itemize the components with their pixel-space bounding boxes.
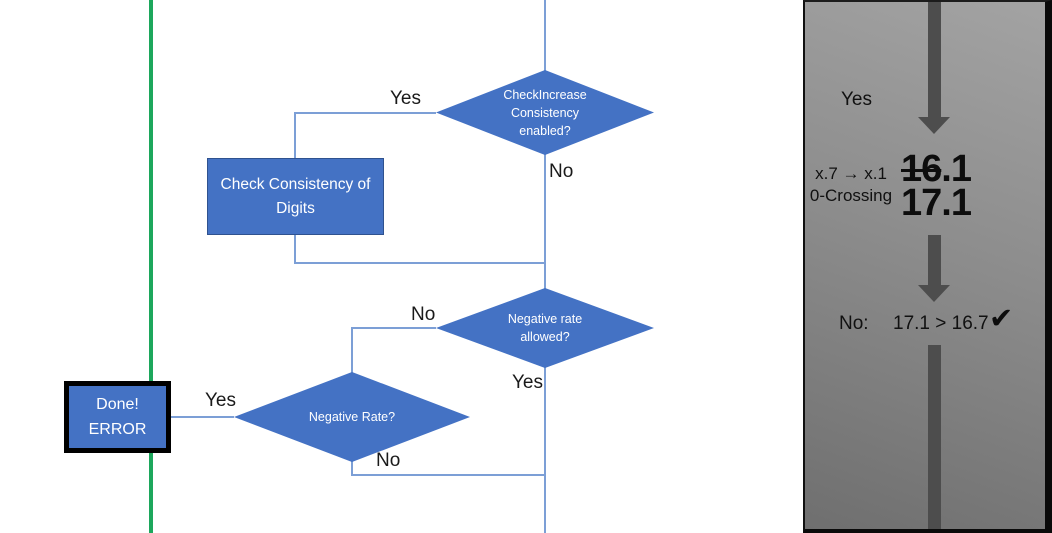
- down-arrow-icon: [928, 235, 941, 286]
- edge-label-rateallowed-no: No: [411, 304, 436, 325]
- green-divider-line: [149, 0, 153, 533]
- decision-negative-rate-label: Negative Rate?: [308, 410, 396, 424]
- decision-negative-rate-allowed: Negative rate allowed?: [436, 288, 654, 368]
- annotation-panel: Yes x.7 → x.1 0-Crossing 16.1 17.1 No: 1…: [803, 0, 1052, 533]
- connector-checkincrease-yes-vertical: [294, 112, 296, 158]
- new-value: 17.1: [901, 182, 972, 224]
- edge-label-negativerate-yes: Yes: [205, 390, 236, 411]
- edge-label-checkincrease-yes: Yes: [390, 88, 421, 109]
- connector-rateallowed-no-vertical: [351, 327, 353, 373]
- panel-yes-label: Yes: [841, 89, 872, 110]
- decision-negative-rate: Negative Rate?: [234, 372, 470, 462]
- result-no-label: No:: [839, 313, 869, 334]
- zero-crossing-note-line1: x.7 → x.1: [815, 164, 887, 183]
- down-arrow-head-icon: [918, 117, 950, 134]
- connector-checkincrease-yes-horizontal: [294, 112, 436, 114]
- zero-crossing-note-line2: 0-Crossing: [809, 186, 893, 205]
- connector-negativerate-yes-horizontal: [170, 416, 234, 418]
- checkmark-icon: ✔: [989, 301, 1014, 335]
- terminator-done-error-label: Done! ERROR: [88, 396, 147, 438]
- connector-process-out-vertical: [294, 235, 296, 264]
- down-arrow-head-icon: [918, 285, 950, 302]
- decision-check-increase-consistency: CheckIncrease Consistency enabled?: [436, 70, 654, 155]
- edge-label-negativerate-no: No: [376, 450, 401, 471]
- terminator-done-error: Done! ERROR: [64, 381, 171, 453]
- old-value: 16.1: [901, 148, 972, 190]
- process-check-consistency-of-digits: Check Consistency of Digits: [207, 158, 384, 235]
- process-check-consistency-label: Check Consistency of Digits: [220, 175, 371, 217]
- connector-negativerate-no-vertical: [351, 460, 353, 476]
- connector-negativerate-no-horizontal: [351, 474, 546, 476]
- connector-process-out-horizontal: [294, 262, 546, 264]
- connector-main-vertical: [544, 0, 546, 533]
- old-value-struck: 16: [901, 148, 942, 190]
- value-comparison-stack: 16.1 17.1: [901, 150, 972, 222]
- decision-check-increase-label: CheckIncrease Consistency enabled?: [503, 87, 587, 138]
- down-arrow-icon: [928, 2, 941, 118]
- down-arrow-shaft-icon: [928, 345, 941, 529]
- edge-label-rateallowed-yes: Yes: [512, 372, 543, 393]
- decision-negative-rate-allowed-label: Negative rate allowed?: [507, 312, 583, 344]
- old-value-tail: .1: [941, 148, 972, 190]
- zero-crossing-note: x.7 → x.1 0-Crossing: [805, 163, 897, 207]
- result-comparison: 17.1 > 16.7: [893, 313, 989, 334]
- edge-label-checkincrease-no: No: [549, 161, 574, 182]
- connector-rateallowed-no-horizontal: [351, 327, 436, 329]
